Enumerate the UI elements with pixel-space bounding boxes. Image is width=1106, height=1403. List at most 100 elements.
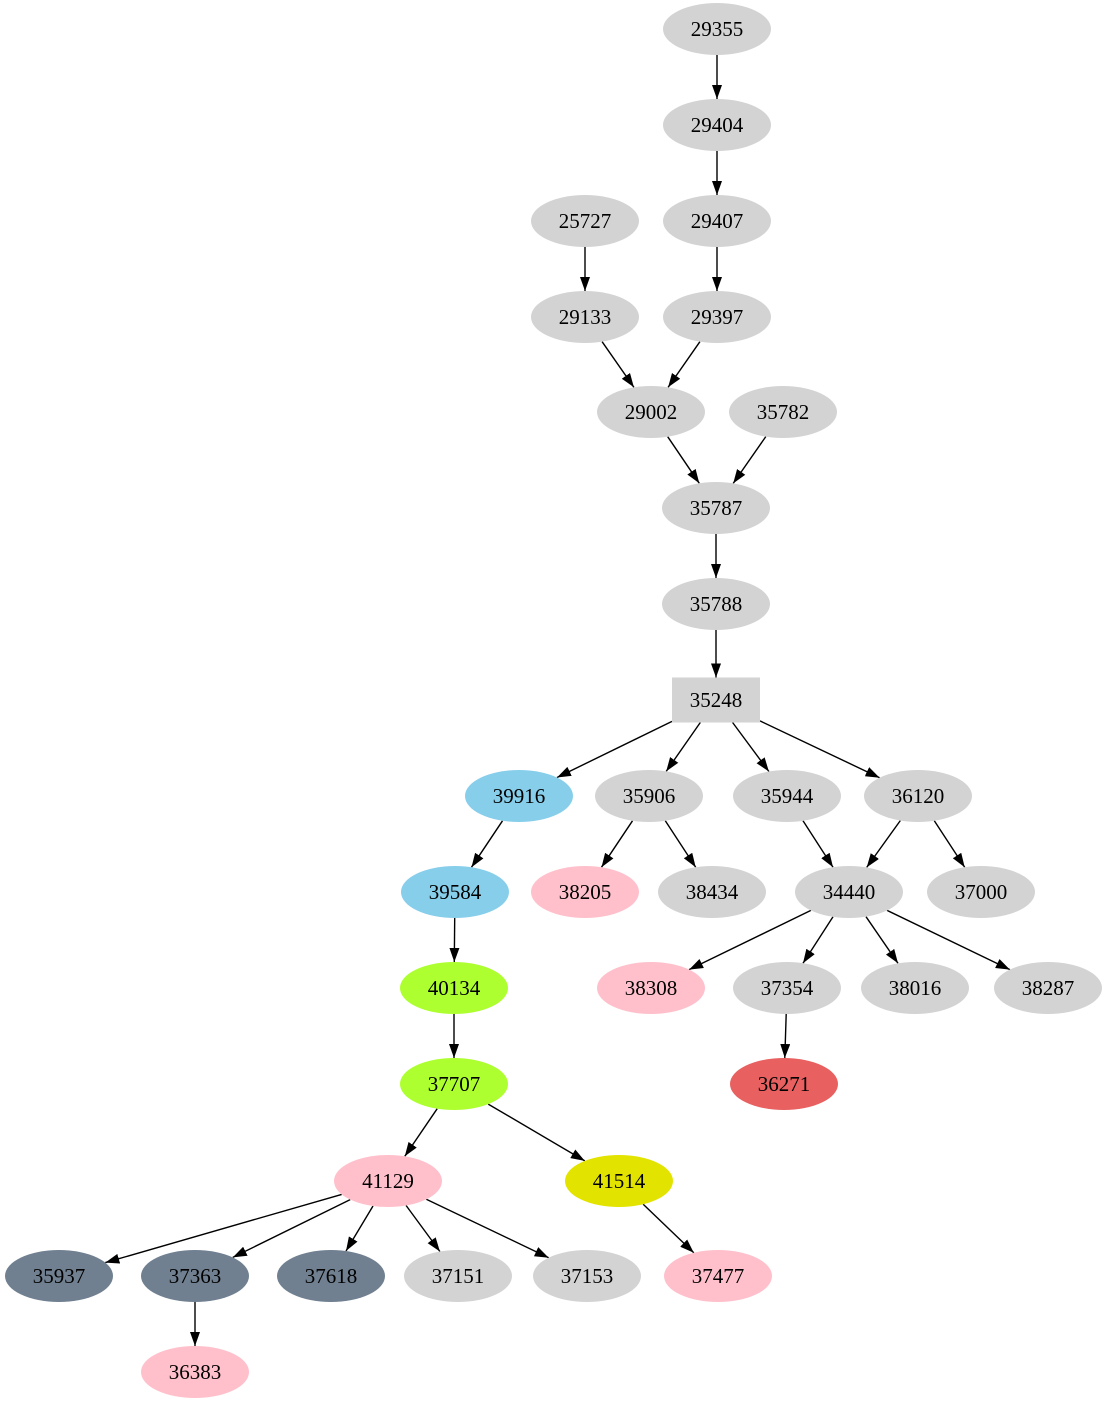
node-29355-ellipse — [663, 3, 771, 55]
edge-35248-39916 — [556, 720, 673, 779]
node-37707-label: 37707 — [428, 1072, 481, 1096]
edge-36120-34440 — [866, 820, 901, 868]
edge-35906-38205 — [600, 820, 634, 868]
node-38016-ellipse — [861, 962, 969, 1014]
node-29355: 29355 — [663, 3, 771, 55]
edge-35248-36120 — [759, 720, 880, 779]
edge-35906-38434 — [664, 820, 697, 868]
node-35906-label: 35906 — [623, 784, 676, 808]
node-37618-ellipse — [277, 1250, 385, 1302]
node-38205: 38205 — [531, 866, 639, 918]
node-36120-ellipse — [864, 770, 972, 822]
node-37707: 37707 — [400, 1058, 508, 1110]
edge-34440-38287 — [886, 909, 1011, 971]
node-41129-label: 41129 — [362, 1169, 414, 1193]
node-35944-ellipse — [733, 770, 841, 822]
node-37354: 37354 — [733, 962, 841, 1014]
node-38287-ellipse — [994, 962, 1102, 1014]
node-37151: 37151 — [404, 1250, 512, 1302]
node-35248-label: 35248 — [690, 688, 743, 712]
edge-36120-37000 — [933, 820, 966, 868]
node-29133: 29133 — [531, 291, 639, 343]
node-38016-label: 38016 — [889, 976, 942, 1000]
edge-41514-37477 — [642, 1203, 695, 1254]
node-37354-label: 37354 — [761, 976, 814, 1000]
node-29404-ellipse — [663, 99, 771, 151]
node-38016: 38016 — [861, 962, 969, 1014]
node-37000: 37000 — [927, 866, 1035, 918]
node-38434: 38434 — [658, 866, 766, 918]
node-35906: 35906 — [595, 770, 703, 822]
node-35944: 35944 — [733, 770, 841, 822]
edge-29397-29002 — [667, 341, 701, 388]
node-25727: 25727 — [531, 195, 639, 247]
node-40134-label: 40134 — [428, 976, 481, 1000]
node-25727-ellipse — [531, 195, 639, 247]
node-38308-label: 38308 — [625, 976, 678, 1000]
node-29397-label: 29397 — [691, 305, 744, 329]
node-37000-ellipse — [927, 866, 1035, 918]
edge-37354-36271 — [780, 1013, 791, 1059]
node-39916-label: 39916 — [493, 784, 546, 808]
node-37618: 37618 — [277, 1250, 385, 1302]
node-36383-label: 36383 — [169, 1360, 222, 1384]
edge-37707-41129 — [404, 1108, 438, 1157]
node-36271-label: 36271 — [758, 1072, 811, 1096]
node-29002-ellipse — [597, 386, 705, 438]
node-36271: 36271 — [730, 1058, 838, 1110]
node-35788-label: 35788 — [690, 592, 743, 616]
node-34440-ellipse — [795, 866, 903, 918]
node-35788-ellipse — [662, 578, 770, 630]
node-29407: 29407 — [663, 195, 771, 247]
node-35787-ellipse — [662, 482, 770, 534]
edge-35248-35944 — [732, 722, 770, 772]
edge-35248-35906 — [665, 722, 701, 772]
node-35937: 35937 — [5, 1250, 113, 1302]
node-37151-label: 37151 — [432, 1264, 485, 1288]
edge-37707-41514 — [487, 1103, 586, 1162]
node-39916-ellipse — [465, 770, 573, 822]
node-29404: 29404 — [663, 99, 771, 151]
node-29404-label: 29404 — [691, 113, 744, 137]
node-36383-ellipse — [141, 1346, 249, 1398]
node-39584-ellipse — [401, 866, 509, 918]
node-41129: 41129 — [334, 1155, 442, 1207]
node-38205-ellipse — [531, 866, 639, 918]
node-29407-ellipse — [663, 195, 771, 247]
node-38287: 38287 — [994, 962, 1102, 1014]
edge-41129-37151 — [405, 1205, 441, 1252]
node-35782-label: 35782 — [757, 400, 810, 424]
node-41514-label: 41514 — [593, 1169, 646, 1193]
node-40134: 40134 — [400, 962, 508, 1014]
node-39584-label: 39584 — [429, 880, 482, 904]
node-35787: 35787 — [662, 482, 770, 534]
node-39584: 39584 — [401, 866, 509, 918]
node-36271-ellipse — [730, 1058, 838, 1110]
node-34440-label: 34440 — [823, 880, 876, 904]
node-29407-label: 29407 — [691, 209, 744, 233]
node-38434-ellipse — [658, 866, 766, 918]
edge-29133-29002 — [601, 341, 635, 388]
node-38308-ellipse — [597, 962, 705, 1014]
node-36383: 36383 — [141, 1346, 249, 1398]
node-39916: 39916 — [465, 770, 573, 822]
node-29133-ellipse — [531, 291, 639, 343]
edge-35782-35787 — [732, 436, 767, 484]
node-37477: 37477 — [664, 1250, 772, 1302]
node-29002: 29002 — [597, 386, 705, 438]
node-37153-label: 37153 — [561, 1264, 614, 1288]
node-37151-ellipse — [404, 1250, 512, 1302]
node-35248-box — [672, 677, 760, 723]
edge-29002-35787 — [667, 436, 700, 484]
edge-34440-38016 — [865, 916, 899, 964]
edge-34440-38308 — [688, 909, 812, 971]
node-40134-ellipse — [400, 962, 508, 1014]
node-38205-label: 38205 — [559, 880, 612, 904]
node-35937-ellipse — [5, 1250, 113, 1302]
node-37153: 37153 — [533, 1250, 641, 1302]
edge-35944-34440 — [802, 820, 834, 868]
node-37354-ellipse — [733, 962, 841, 1014]
node-41514: 41514 — [565, 1155, 673, 1207]
